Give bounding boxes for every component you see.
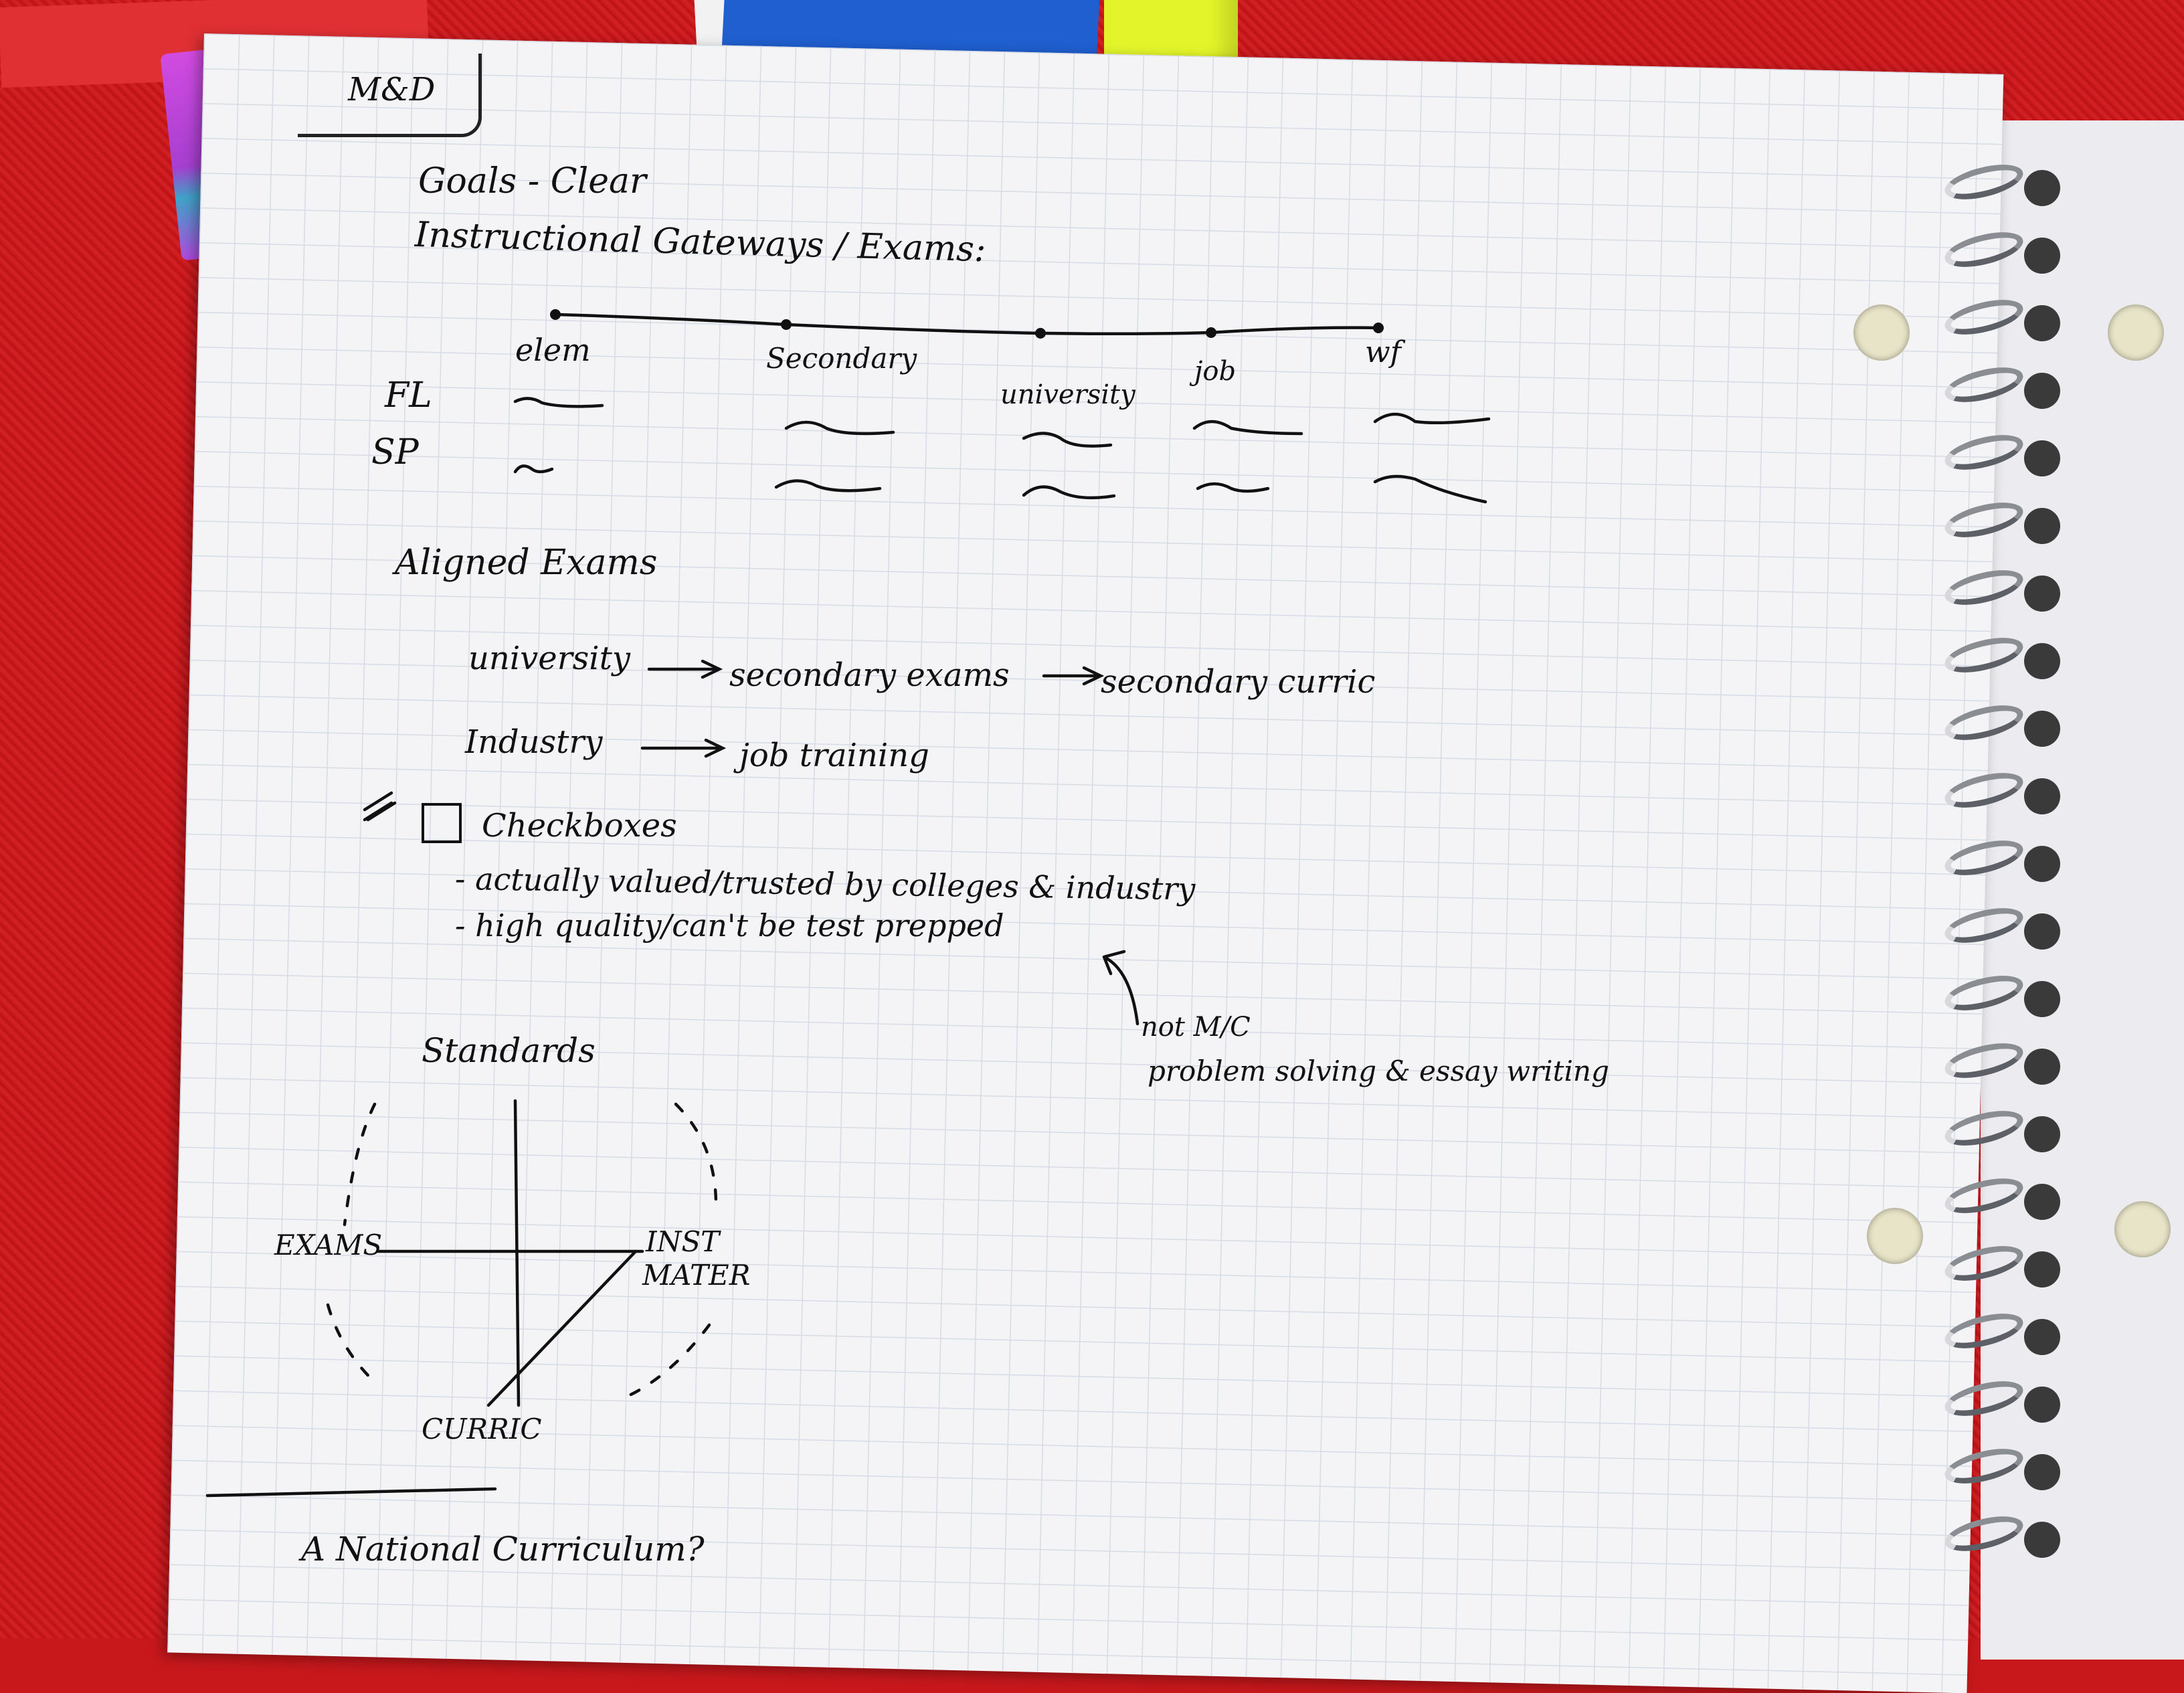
spiral-hole: [2024, 981, 2060, 1017]
header-box-label: M&D: [348, 71, 436, 108]
checkbox-square: [422, 803, 462, 843]
timeline-dot: [1373, 323, 1384, 333]
punch-hole: [2114, 1201, 2171, 1257]
spiral-hole: [2024, 508, 2060, 544]
flow1-secondary-curric: secondary curric: [1101, 663, 1376, 701]
row-label-fl: FL: [385, 375, 432, 416]
squiggle: [513, 464, 554, 474]
arrow: [1102, 950, 1140, 1026]
squiggle: [1192, 420, 1303, 436]
diagram-label-inst: INST: [646, 1225, 720, 1258]
spiral-hole: [2024, 1522, 2060, 1558]
timeline-dot: [1206, 327, 1216, 338]
spiral-hole: [2024, 238, 2060, 274]
flow2-industry: Industry: [465, 723, 603, 761]
spiral-hole: [2024, 1251, 2060, 1287]
goals-line: Goals - Clear: [418, 161, 646, 201]
aligned-exams-heading: Aligned Exams: [395, 543, 658, 583]
side-note-1: not M/C: [1141, 1012, 1251, 1043]
arrow: [1042, 666, 1105, 686]
timeline-dot: [1035, 328, 1046, 339]
punch-hole: [1853, 304, 1910, 361]
diagram-label-mater: MATER: [642, 1259, 751, 1291]
flow1-university: university: [468, 640, 631, 677]
stage-elem: elem: [515, 332, 591, 368]
spiral-hole: [2024, 1319, 2060, 1355]
stage-job: job: [1194, 356, 1237, 387]
spiral-hole: [2024, 575, 2060, 612]
stage-university: university: [1000, 379, 1135, 410]
spiral-hole: [2024, 913, 2060, 950]
spiral-hole: [2024, 1184, 2060, 1220]
timeline-line: [553, 313, 1380, 336]
header-box: [298, 54, 482, 137]
spiral-hole: [2024, 643, 2060, 679]
spiral-hole: [2024, 778, 2060, 814]
checkbox-note-2: - high quality/can't be test prepped: [455, 907, 1004, 944]
spiral-hole: [2024, 1049, 2060, 1085]
spiral-hole: [2024, 170, 2060, 206]
spiral-hole: [2024, 305, 2060, 341]
diagram-label-curric: CURRIC: [422, 1413, 542, 1445]
stage-secondary: Secondary: [766, 342, 917, 375]
squiggle: [1022, 432, 1113, 448]
squiggle: [1022, 485, 1116, 500]
squiggle: [1196, 482, 1270, 493]
flow1-secondary-exams: secondary exams: [729, 656, 1010, 694]
flow2-job-training: job training: [739, 737, 929, 774]
arrow: [647, 659, 723, 679]
punch-hole: [2108, 304, 2164, 361]
pen-strokes: [205, 309, 1491, 1498]
checkboxes-heading: Checkboxes: [482, 807, 677, 844]
diagram-label-exams: EXAMS: [274, 1229, 383, 1261]
scribble: [363, 791, 397, 822]
side-note-2: problem solving & essay writing: [1148, 1055, 1609, 1087]
spiral-hole: [2024, 711, 2060, 747]
spiral-hole: [2024, 1454, 2060, 1490]
arrow: [640, 738, 727, 758]
back-page: [1981, 120, 2184, 1660]
spiral-hole: [2024, 846, 2060, 882]
timeline-dot: [550, 309, 561, 320]
punch-hole: [1867, 1208, 1923, 1264]
stage-wf: wf: [1365, 335, 1401, 369]
squiggle: [1373, 412, 1491, 425]
squiggle: [513, 397, 604, 408]
closing-question: A National Curriculum?: [301, 1530, 705, 1569]
timeline-dot: [781, 319, 792, 330]
spiral-hole: [2024, 373, 2060, 409]
bottom-rule: [205, 1487, 497, 1498]
squiggle: [1373, 474, 1487, 504]
spiral-hole: [2024, 1387, 2060, 1423]
diagram-axis-vertical: [513, 1099, 521, 1407]
diagram-dashed-circle: [326, 1102, 718, 1401]
squiggle: [774, 479, 882, 493]
spiral-hole: [2024, 1116, 2060, 1152]
standards-heading: Standards: [422, 1031, 596, 1070]
diagram-diagonal: [486, 1249, 638, 1407]
spiral-hole: [2024, 440, 2060, 476]
squiggle: [784, 420, 895, 436]
row-label-sp: SP: [371, 432, 419, 472]
